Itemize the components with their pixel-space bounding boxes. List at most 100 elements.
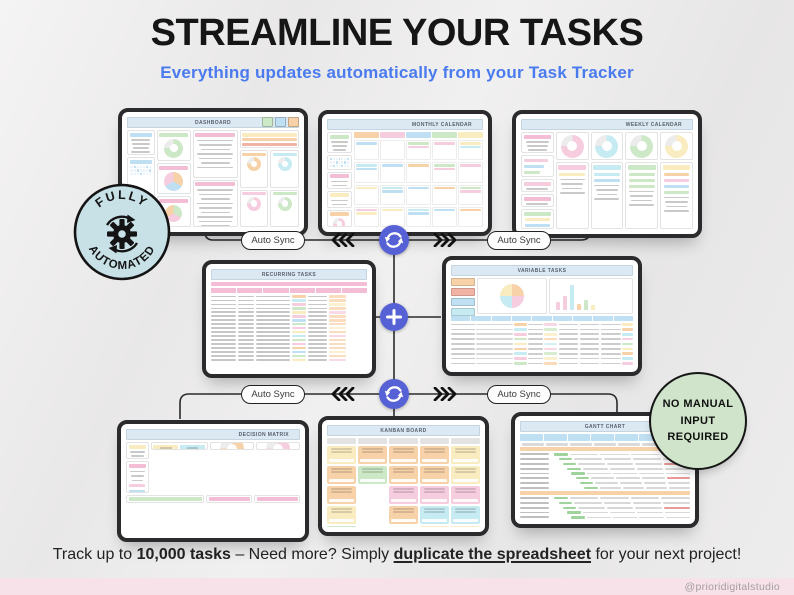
cell-text <box>619 482 642 484</box>
action-buttons <box>451 278 475 316</box>
header-cell <box>520 434 543 441</box>
cell-text <box>630 453 660 456</box>
grid-cell <box>130 172 133 175</box>
cell-text <box>211 307 236 309</box>
cell-text <box>600 362 621 365</box>
grid-cell <box>330 164 333 167</box>
cell-text <box>211 339 236 341</box>
card-text <box>361 471 384 473</box>
cell-text <box>579 333 600 335</box>
card-text <box>423 511 446 513</box>
gantt-bar <box>554 453 568 456</box>
badge-line-2: INPUT <box>680 414 716 427</box>
header-cell <box>237 288 263 293</box>
grid-cell <box>330 161 333 164</box>
mini-donut-chart <box>246 196 261 211</box>
panel-header <box>523 196 552 201</box>
cell-text <box>211 359 236 361</box>
kanban-card <box>420 446 449 464</box>
charts-row <box>451 278 633 316</box>
task-chip <box>663 178 690 182</box>
auto-sync-pill: Auto Sync <box>487 231 551 250</box>
cell-text <box>558 362 579 365</box>
grid-cell <box>142 172 145 175</box>
cell-text <box>595 482 618 484</box>
kanban-card <box>327 446 356 464</box>
quadrant-grid <box>153 444 206 450</box>
text-line <box>596 193 618 195</box>
cell-text <box>591 477 615 480</box>
cell-text <box>237 355 254 357</box>
text-line <box>331 180 348 182</box>
flag-chip <box>328 326 346 330</box>
event-bar <box>460 190 482 193</box>
table-row <box>211 306 367 310</box>
grid-cell <box>333 161 335 164</box>
status-chip <box>544 357 558 361</box>
card-text <box>423 451 446 453</box>
upcoming-column <box>239 130 299 227</box>
legend-bar <box>523 170 541 174</box>
card-text <box>423 508 446 510</box>
calendar-day-cell <box>353 162 379 183</box>
gantt-row <box>520 481 690 485</box>
card-text <box>330 488 353 490</box>
text-line <box>629 204 655 206</box>
table-row <box>211 318 367 322</box>
cell-text <box>237 339 254 341</box>
text-line <box>559 192 585 194</box>
day-task-list <box>660 162 693 229</box>
table-row <box>451 352 633 356</box>
grid-cell <box>338 161 341 164</box>
quadrant-label <box>159 446 172 450</box>
table-row <box>451 327 633 331</box>
cell-text <box>528 357 543 360</box>
cell-text <box>578 506 605 509</box>
cell-text <box>255 323 290 325</box>
task-chip <box>628 172 655 176</box>
cell-text <box>237 323 254 325</box>
cell-text <box>603 458 632 460</box>
calendar-day-cell <box>379 184 405 205</box>
text-line <box>331 184 348 186</box>
gantt-bar <box>567 511 581 514</box>
cell-text <box>307 327 327 329</box>
cell-text <box>579 338 600 340</box>
grid-cell <box>130 169 133 172</box>
grid-cell <box>139 165 142 168</box>
flag-chip <box>328 306 346 310</box>
status-chip <box>544 352 558 356</box>
day-column <box>660 132 693 229</box>
cell-text <box>633 458 661 460</box>
weekday-header <box>379 132 405 138</box>
status-chip <box>544 347 558 351</box>
cell-text <box>639 516 664 519</box>
card-meta <box>329 478 354 482</box>
card-text <box>454 491 477 493</box>
text-line <box>198 220 232 222</box>
mini-donut-chart <box>219 443 244 450</box>
flag-chip <box>328 322 346 326</box>
cell-text <box>255 319 290 321</box>
card-text <box>454 471 477 473</box>
table-row <box>211 354 367 358</box>
cell-text <box>600 323 621 326</box>
cell-text <box>476 348 513 350</box>
cell-text <box>237 303 254 306</box>
table-row <box>211 330 367 334</box>
cell-text <box>307 319 327 321</box>
cell-text <box>237 299 254 302</box>
text-line <box>629 190 655 192</box>
task-chip <box>594 172 620 176</box>
event-bar <box>460 142 482 145</box>
calendar-sidebar <box>327 132 352 227</box>
status-chip <box>622 357 633 361</box>
column-header <box>327 438 356 444</box>
tablet-kanban-board: KANBAN BOARD <box>318 416 489 536</box>
sync-icon <box>379 225 409 255</box>
flag-chip <box>328 298 346 302</box>
no-manual-input-badge: NO MANUAL INPUT REQUIRED <box>649 372 747 470</box>
cell-text <box>307 347 327 349</box>
card-text <box>392 508 415 510</box>
mini-table <box>206 494 253 504</box>
